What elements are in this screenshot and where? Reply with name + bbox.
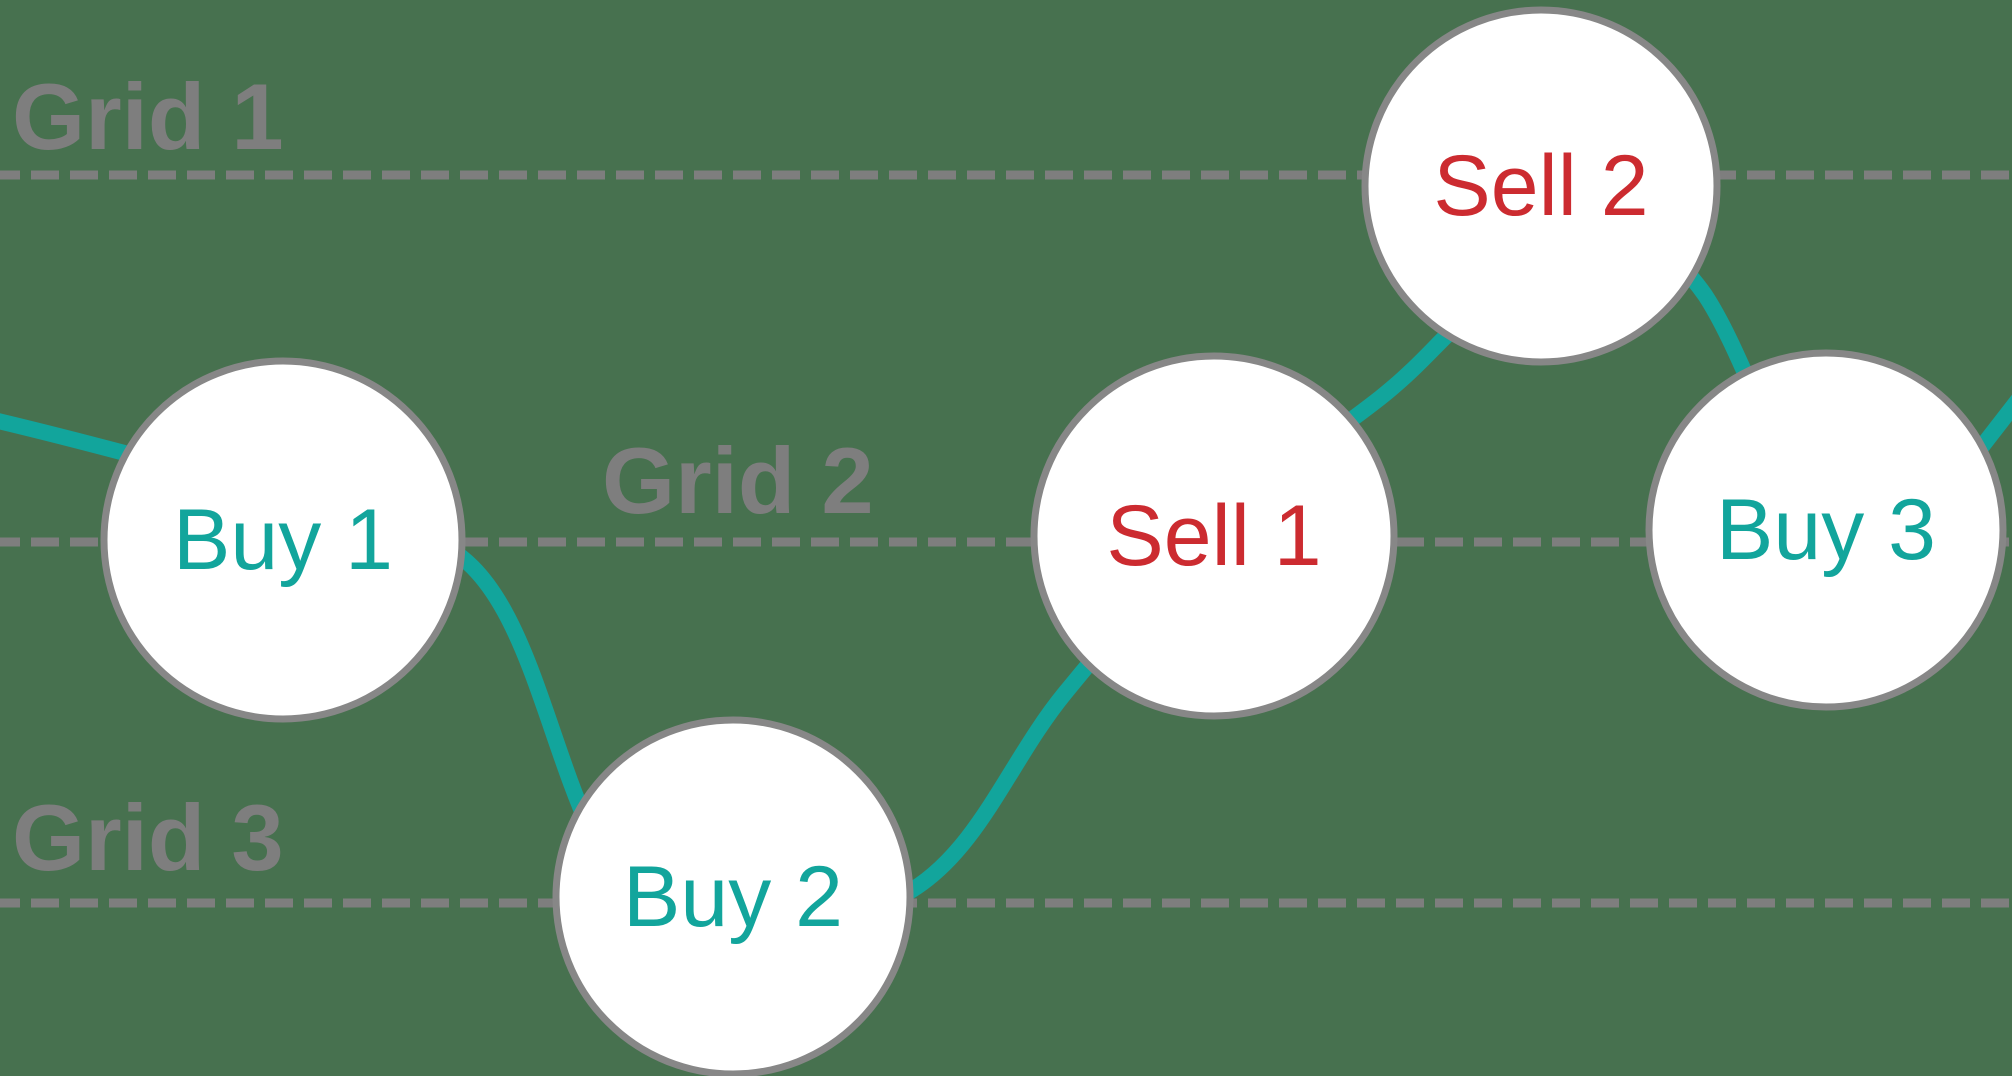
node-circle-buy-3	[1645, 349, 2007, 711]
node-circle-buy-2	[552, 716, 914, 1076]
node-circle-sell-1	[1030, 352, 1398, 720]
buy-1-label: Buy 1	[173, 491, 393, 588]
node-circle-sell-2	[1361, 6, 1721, 366]
grid-1-label: Grid 1	[12, 64, 284, 169]
buy-3-label: Buy 3	[1716, 481, 1936, 578]
sell-1-label: Sell 1	[1106, 487, 1322, 584]
grid-2-label: Grid 2	[602, 428, 874, 533]
node-circle-buy-1	[100, 357, 466, 723]
grid-3-label: Grid 3	[12, 785, 284, 890]
sell-2-label: Sell 2	[1433, 137, 1649, 234]
buy-2-label: Buy 2	[623, 848, 843, 945]
